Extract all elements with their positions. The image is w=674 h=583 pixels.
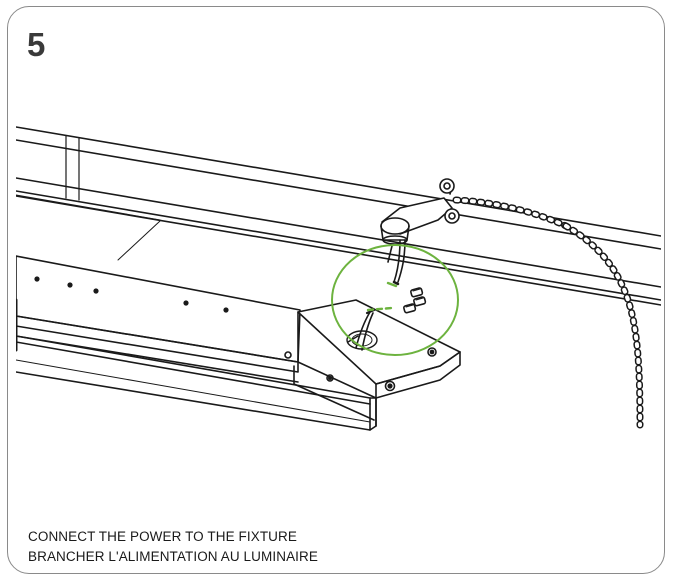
step-number: 5 bbox=[27, 26, 46, 63]
caption: CONNECT THE POWER TO THE FIXTURE BRANCHE… bbox=[28, 527, 318, 567]
ceiling-rail bbox=[16, 126, 661, 306]
flex-conduit bbox=[452, 196, 644, 429]
caption-french: BRANCHER L'ALIMENTATION AU LUMINAIRE bbox=[28, 549, 318, 564]
ceiling-connector bbox=[380, 178, 460, 286]
caption-english: CONNECT THE POWER TO THE FIXTURE bbox=[28, 529, 297, 544]
detail-circle bbox=[331, 244, 459, 356]
wire-nuts bbox=[403, 287, 427, 314]
fixture-body bbox=[16, 255, 371, 431]
driver-box bbox=[284, 299, 461, 431]
